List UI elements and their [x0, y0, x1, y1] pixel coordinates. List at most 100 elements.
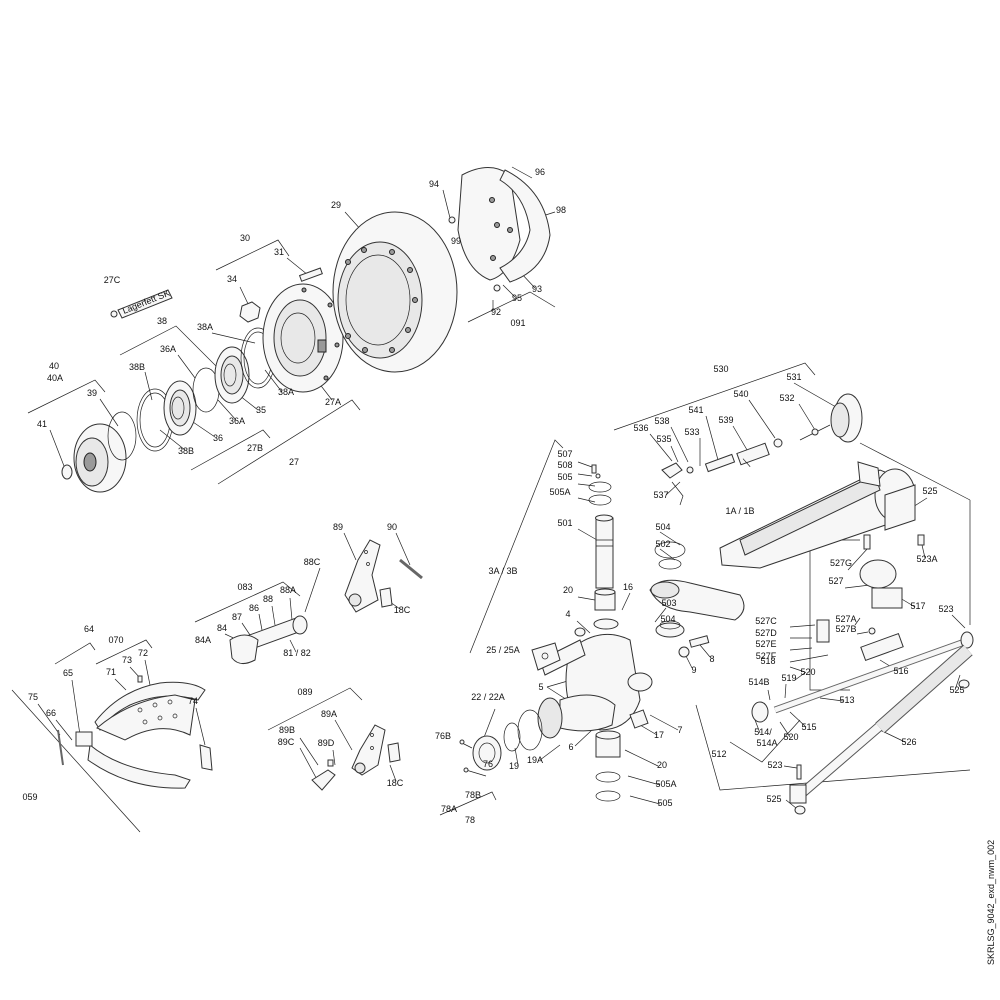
part-label: 34	[227, 274, 237, 284]
part-label: 507	[557, 449, 572, 459]
part-label: 38B	[129, 362, 145, 372]
washers-505-507	[588, 464, 612, 506]
part-label: 505A	[549, 487, 570, 497]
part-label: 19A	[527, 755, 543, 765]
part-label: 520	[800, 667, 815, 677]
part-label: 514B	[748, 677, 769, 687]
part-label: 78	[465, 815, 475, 825]
dust-shield-98	[448, 167, 551, 292]
tie-rod-513	[751, 631, 974, 723]
part-label: 90	[387, 522, 397, 532]
part-label: 89D	[318, 738, 335, 748]
part-label: 17	[654, 730, 664, 740]
part-label: 20	[563, 585, 573, 595]
part-label: 517	[910, 601, 925, 611]
abs-ring-22-22a	[459, 735, 502, 777]
part-label: 88	[263, 594, 273, 604]
part-label: 27	[289, 457, 299, 467]
part-label: 516	[893, 666, 908, 676]
wheel-hub-27a	[262, 283, 344, 393]
part-label: 527C	[755, 616, 777, 626]
part-label: 94	[429, 179, 439, 189]
part-label: 88C	[304, 557, 321, 567]
part-label: 89C	[278, 737, 295, 747]
slack-adjuster-89	[344, 539, 423, 613]
part-label: 78B	[465, 790, 481, 800]
part-label: 89A	[321, 709, 337, 719]
part-label: 38B	[178, 446, 194, 456]
part-label: 518	[760, 656, 775, 666]
part-label: 88A	[280, 585, 296, 595]
drawing-reference: SKRLSG_9042_exd_nwm_002	[986, 840, 996, 965]
part-label: 72	[138, 648, 148, 658]
part-label: 527A	[835, 614, 856, 624]
part-label: 93	[532, 284, 542, 294]
part-label: 514/	[754, 727, 772, 737]
brake-shoe-64	[57, 675, 213, 789]
part-label: 523	[767, 760, 782, 770]
part-label: 89	[333, 522, 343, 532]
part-label: 512	[711, 749, 726, 759]
part-label: 89B	[279, 725, 295, 735]
part-label: 81 / 82	[283, 648, 311, 658]
steering-arm-3a-3b	[649, 579, 745, 621]
slack-adjuster-links-53x	[661, 438, 783, 506]
damper-526	[789, 644, 973, 815]
part-label: 504	[655, 522, 670, 532]
brake-actuator-527	[816, 534, 903, 643]
bracket-25-25a	[531, 642, 561, 671]
part-label: 71	[106, 667, 116, 677]
part-label: 527B	[835, 624, 856, 634]
part-label: 39	[87, 388, 97, 398]
hub-cap-41	[61, 423, 127, 493]
part-label: 523	[938, 604, 953, 614]
part-label: 31	[274, 247, 284, 257]
steering-knuckle-19a	[503, 618, 653, 752]
part-label: 505	[557, 472, 572, 482]
part-label: 538	[654, 416, 669, 426]
part-label: 20	[657, 760, 667, 770]
part-label: 16	[623, 582, 633, 592]
part-label: 73	[122, 655, 132, 665]
part-label: 541	[688, 405, 703, 415]
bearing-35	[214, 346, 250, 404]
part-label: 083	[237, 582, 252, 592]
brake-chamber-531	[799, 393, 863, 443]
part-label: 84A	[195, 635, 211, 645]
part-label: 41	[37, 419, 47, 429]
part-label: 75	[28, 692, 38, 702]
part-label: 78A	[441, 804, 457, 814]
part-label: 4	[565, 609, 570, 619]
part-label: 38A	[278, 387, 294, 397]
part-label: 5	[538, 682, 543, 692]
part-label: 527	[828, 576, 843, 586]
part-label: 505	[657, 798, 672, 808]
part-label: 35	[256, 405, 266, 415]
part-label: 508	[557, 460, 572, 470]
part-label: 76B	[435, 731, 451, 741]
part-label: 527E	[755, 639, 776, 649]
part-label: 74	[188, 696, 198, 706]
part-label: 18C	[394, 605, 411, 615]
part-label: 38	[157, 316, 167, 326]
part-label: 532	[779, 393, 794, 403]
part-label: 6	[568, 742, 573, 752]
bolt-8-nut-9	[678, 635, 710, 658]
part-label: 537	[653, 490, 668, 500]
brake-drum-29	[332, 211, 458, 373]
part-label: 65	[63, 668, 73, 678]
part-label: 84	[217, 623, 227, 633]
part-label: 525	[922, 486, 937, 496]
part-label: 059	[22, 792, 37, 802]
nut-34	[239, 301, 261, 323]
part-label: 66	[46, 708, 56, 718]
part-label: 40A	[47, 373, 63, 383]
part-label: 513	[839, 695, 854, 705]
seal-ring-39	[107, 411, 137, 461]
part-label: 523A	[916, 554, 937, 564]
part-label: 38A	[197, 322, 213, 332]
part-label: 36A	[160, 344, 176, 354]
part-label: 535	[656, 434, 671, 444]
part-label: 95	[512, 293, 522, 303]
